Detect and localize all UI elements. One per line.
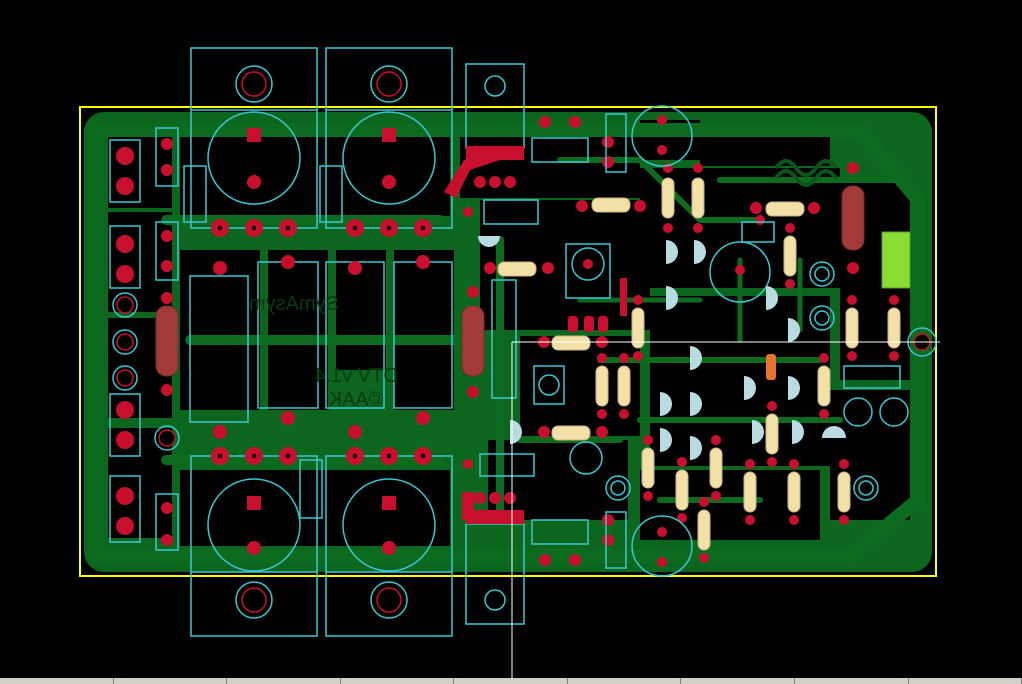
power-resistors[interactable] (155, 162, 865, 398)
small-transistors[interactable] (478, 236, 846, 460)
input-connectors[interactable] (109, 139, 141, 543)
power-transistor-bottom-1[interactable] (190, 447, 318, 637)
via-pads (463, 115, 899, 567)
logo-wave-icon (774, 159, 838, 187)
bias-trimmer[interactable] (533, 243, 611, 405)
board-title: SymAsym (249, 293, 339, 315)
electrolytic-caps[interactable] (569, 105, 909, 577)
decoupling-caps-left[interactable] (154, 127, 180, 551)
crosshair-cursor-icon (511, 341, 940, 684)
status-bar (0, 678, 1022, 684)
power-transistor-bottom-2[interactable] (325, 447, 453, 637)
signal-resistors[interactable] (497, 177, 901, 551)
power-transistor-top-1[interactable] (190, 47, 318, 237)
output-capacitor[interactable] (881, 231, 911, 289)
power-transistor-top-2[interactable] (325, 47, 453, 237)
board-labels: SymAsym DTV v1.4 ©AAK (249, 293, 398, 411)
film-caps[interactable] (183, 113, 901, 569)
driver-transistor-bottom[interactable] (465, 492, 525, 625)
copper-accents (444, 146, 627, 520)
board-version: DTV v1.4 (314, 365, 397, 387)
board-author: ©AAK (328, 389, 383, 411)
spiral-marks (605, 261, 879, 501)
emitter-resistors[interactable] (189, 255, 453, 439)
